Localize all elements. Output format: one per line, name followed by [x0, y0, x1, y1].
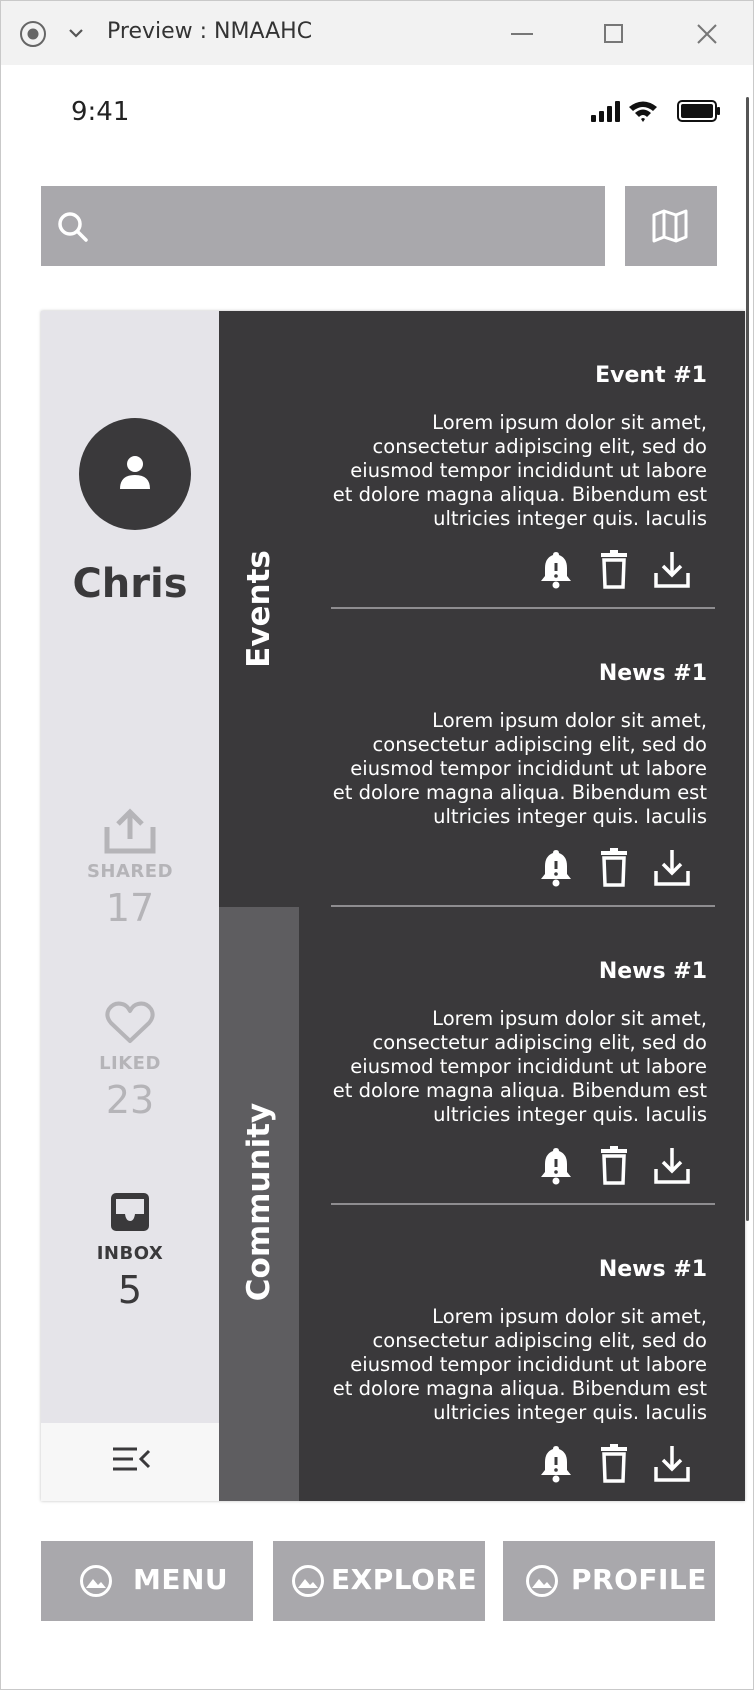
nav-label: PROFILE: [571, 1563, 707, 1596]
item-title: Event #1: [595, 363, 707, 388]
download-icon[interactable]: [653, 549, 691, 589]
signal-icon: [591, 101, 620, 122]
trash-icon[interactable]: [595, 1443, 633, 1483]
stat-shared[interactable]: SHARED 17: [41, 807, 219, 930]
scrollbar[interactable]: [746, 97, 749, 1221]
nav-label: EXPLORE: [331, 1563, 478, 1596]
stat-count: 17: [105, 886, 155, 930]
profile-button[interactable]: PROFILE: [503, 1541, 715, 1621]
divider: [331, 905, 715, 907]
status-icons: [591, 97, 721, 125]
item-actions: [537, 549, 707, 589]
trash-icon[interactable]: [595, 1145, 633, 1185]
image-icon: [525, 1564, 559, 1598]
maximize-button[interactable]: [604, 24, 623, 43]
stat-liked[interactable]: LIKED 23: [41, 999, 219, 1122]
stat-label: LIKED: [99, 1053, 161, 1074]
bell-icon[interactable]: [537, 1145, 575, 1185]
minimize-button[interactable]: [511, 33, 533, 35]
image-icon: [291, 1564, 325, 1598]
tab-label: Community: [241, 1102, 277, 1302]
stat-label: SHARED: [86, 861, 174, 882]
heart-icon: [103, 999, 157, 1047]
item-actions: [537, 1443, 707, 1483]
item-body: Lorem ipsum dolor sit amet, consectetur …: [332, 709, 707, 828]
item-body: Lorem ipsum dolor sit amet, consectetur …: [332, 1007, 707, 1126]
item-title: News #1: [598, 661, 707, 686]
download-icon[interactable]: [653, 847, 691, 887]
user-icon: [116, 453, 154, 491]
title-bar: Preview : NMAAHC: [1, 1, 753, 65]
search-input[interactable]: [41, 186, 605, 266]
download-icon[interactable]: [653, 1145, 691, 1185]
bell-icon[interactable]: [537, 1443, 575, 1483]
menu-button[interactable]: MENU: [41, 1541, 253, 1621]
trash-icon[interactable]: [595, 847, 633, 887]
sidebar-footer: [41, 1423, 219, 1501]
download-icon[interactable]: [653, 1443, 691, 1483]
user-name: Chris: [72, 561, 188, 607]
item-title: News #1: [598, 959, 707, 984]
tab-community[interactable]: Community: [219, 907, 299, 1501]
window-title: Preview : NMAAHC: [107, 19, 313, 44]
stat-label: INBOX: [96, 1243, 164, 1264]
divider: [331, 607, 715, 609]
item-actions: [537, 847, 707, 887]
stat-inbox[interactable]: INBOX 5: [41, 1189, 219, 1312]
bell-icon[interactable]: [537, 847, 575, 887]
bell-icon[interactable]: [537, 549, 575, 589]
item-actions: [537, 1145, 707, 1185]
map-icon: [652, 209, 688, 243]
share-icon: [103, 807, 157, 855]
avatar[interactable]: [79, 418, 191, 530]
profile-sidebar: Chris SHARED 17 LIKED 23 INBOX: [41, 311, 219, 1501]
image-icon: [79, 1564, 113, 1598]
feed-item[interactable]: Event #1 Lorem ipsum dolor sit amet, con…: [331, 311, 715, 609]
collapse-menu-icon[interactable]: [111, 1443, 151, 1475]
item-body: Lorem ipsum dolor sit amet, consectetur …: [332, 1305, 707, 1424]
stat-count: 23: [105, 1078, 155, 1122]
map-button[interactable]: [625, 186, 717, 266]
close-button[interactable]: [696, 23, 718, 45]
feed-item[interactable]: News #1 Lorem ipsum dolor sit amet, cons…: [331, 609, 715, 907]
feed-item[interactable]: News #1 Lorem ipsum dolor sit amet, cons…: [331, 1205, 715, 1501]
tab-events[interactable]: Events: [219, 311, 299, 907]
profile-card: Chris SHARED 17 LIKED 23 INBOX: [41, 311, 745, 1501]
item-title: News #1: [598, 1257, 707, 1282]
explore-button[interactable]: EXPLORE: [273, 1541, 485, 1621]
battery-icon: [677, 100, 720, 122]
item-body: Lorem ipsum dolor sit amet, consectetur …: [332, 411, 707, 530]
search-icon: [57, 211, 89, 243]
tab-label: Events: [241, 550, 277, 668]
stat-count: 5: [117, 1268, 143, 1312]
status-time: 9:41: [71, 97, 130, 127]
wifi-icon: [629, 101, 657, 122]
nav-label: MENU: [133, 1563, 229, 1596]
chevron-down-icon[interactable]: [67, 24, 85, 42]
divider: [331, 1203, 715, 1205]
record-icon[interactable]: [19, 20, 47, 48]
inbox-icon: [103, 1189, 157, 1237]
trash-icon[interactable]: [595, 549, 633, 589]
feed-item[interactable]: News #1 Lorem ipsum dolor sit amet, cons…: [331, 907, 715, 1205]
